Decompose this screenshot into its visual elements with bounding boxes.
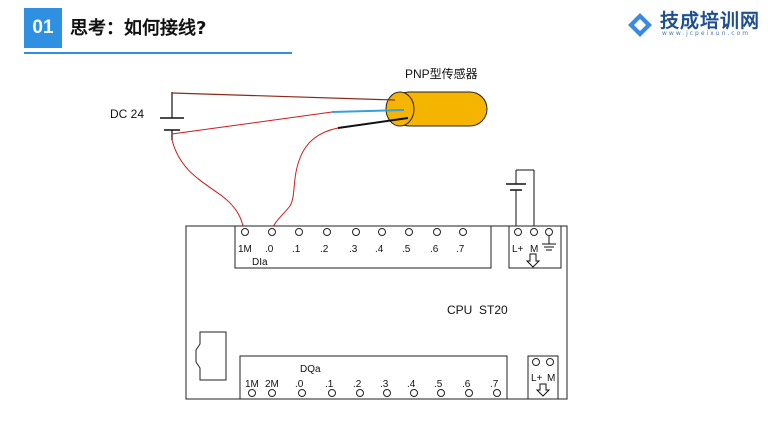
dq-terminal-screw bbox=[268, 389, 276, 397]
comm-port-icon bbox=[195, 331, 227, 381]
dq-terminal-label: 2M bbox=[265, 379, 279, 390]
black-wire bbox=[337, 117, 409, 129]
dq-terminal-label: .3 bbox=[380, 379, 389, 390]
blue-wire bbox=[331, 109, 405, 113]
dq-terminal-screw bbox=[248, 389, 256, 397]
di-terminals: 1M .0 .1 .2 .3 .4 .5 .6 .7 bbox=[238, 228, 467, 255]
dq-terminal-screw bbox=[493, 389, 501, 397]
cpu-supply-symbol bbox=[506, 169, 535, 226]
dq-terminal-label: .0 bbox=[295, 379, 304, 390]
dq-terminal-label: .4 bbox=[407, 379, 416, 390]
red-wire-blue-to-supply bbox=[171, 111, 333, 135]
logo-name: 技成培训网 bbox=[660, 10, 761, 32]
di-terminal-screw bbox=[295, 228, 303, 236]
top-lplus-label: L+ bbox=[512, 244, 524, 255]
dc-supply-symbol bbox=[160, 92, 184, 140]
di-terminal-screw bbox=[268, 228, 276, 236]
dq-terminal-label: .2 bbox=[353, 379, 362, 390]
dq-terminal-screw bbox=[465, 389, 473, 397]
di-terminal-screw bbox=[405, 228, 413, 236]
power-terminals-bottom: L+ M bbox=[531, 358, 555, 397]
di-terminal-screw bbox=[323, 228, 331, 236]
red-wire-black-to-i0 bbox=[271, 127, 339, 231]
di-terminal-screw bbox=[378, 228, 386, 236]
dq-terminal-screw bbox=[298, 389, 306, 397]
down-arrow-icon bbox=[535, 383, 551, 397]
dq-group-label: DQa bbox=[300, 364, 321, 375]
page-title: 思考：如何接线? bbox=[70, 18, 207, 39]
logo-icon bbox=[628, 13, 652, 37]
cpu-label: CPU ST20 bbox=[447, 303, 508, 317]
di-terminal-label: .4 bbox=[375, 244, 384, 255]
dq-terminal-label: .7 bbox=[490, 379, 499, 390]
power-label: DC 24 bbox=[110, 107, 144, 121]
sensor-label: PNP型传感器 bbox=[405, 66, 478, 81]
di-terminal-label: .2 bbox=[320, 244, 329, 255]
di-terminal-screw bbox=[352, 228, 360, 236]
dq-terminal-label: .1 bbox=[325, 379, 334, 390]
brown-wire bbox=[171, 92, 396, 101]
pnp-sensor bbox=[385, 91, 488, 127]
di-terminal-screw bbox=[459, 228, 467, 236]
cpu-module bbox=[185, 225, 568, 400]
power-terminal-block-bottom bbox=[527, 355, 559, 400]
dq-terminal-screw bbox=[437, 389, 445, 397]
di-terminal-screw bbox=[433, 228, 441, 236]
di-terminal-label: .0 bbox=[265, 244, 274, 255]
top-m-label: M bbox=[530, 244, 538, 255]
di-terminal-label: .6 bbox=[430, 244, 439, 255]
di-terminal-label: .3 bbox=[349, 244, 358, 255]
di-terminal-block bbox=[234, 225, 492, 269]
dq-terminal-screw bbox=[356, 389, 364, 397]
power-terminals-top: L+ M bbox=[512, 228, 556, 268]
di-terminal-screw bbox=[241, 228, 249, 236]
dq-terminal-label: .5 bbox=[434, 379, 443, 390]
ground-icon bbox=[542, 236, 556, 251]
title-underline bbox=[24, 52, 292, 54]
power-terminal-block-top bbox=[508, 225, 562, 269]
dq-terminal-screw bbox=[383, 389, 391, 397]
bottom-m-label: M bbox=[547, 373, 555, 384]
di-terminal-label: 1M bbox=[238, 244, 252, 255]
dq-terminal-block bbox=[239, 355, 508, 400]
red-wire-supply-to-1m bbox=[171, 139, 245, 231]
di-terminal-label: .7 bbox=[456, 244, 465, 255]
dq-terminal-screw bbox=[328, 389, 336, 397]
di-group-label: DIa bbox=[252, 257, 268, 268]
dq-terminal-screw bbox=[410, 389, 418, 397]
dq-terminals: 1M 2M .0 .1 .2 .3 .4 .5 .6 .7 bbox=[245, 379, 501, 397]
section-number: 01 bbox=[24, 8, 62, 48]
logo-url: www.jcpeixun.com bbox=[662, 30, 751, 37]
dq-terminal-label: .6 bbox=[462, 379, 471, 390]
down-arrow-icon bbox=[525, 253, 541, 268]
di-terminal-label: .1 bbox=[292, 244, 301, 255]
dq-terminal-label: 1M bbox=[245, 379, 259, 390]
bottom-lplus-label: L+ bbox=[531, 373, 543, 384]
di-terminal-label: .5 bbox=[402, 244, 411, 255]
